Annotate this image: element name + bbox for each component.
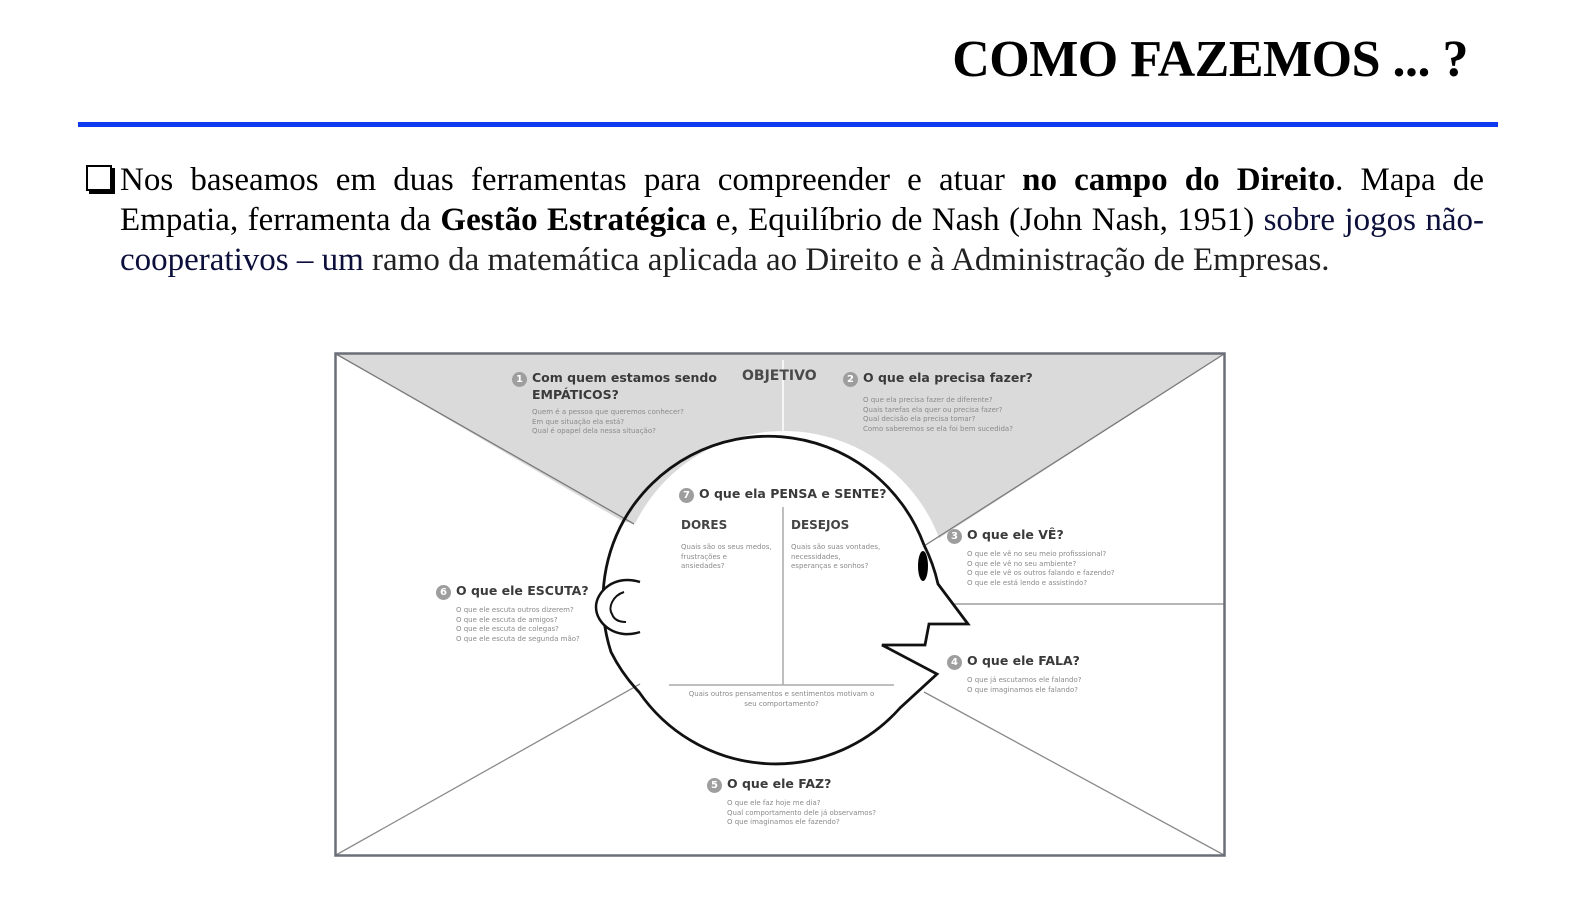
paragraph-text: Nos baseamos em duas ferramentas para co…	[120, 162, 1023, 198]
section-title: O que ele FAZ?	[727, 776, 832, 791]
section-question: necessidades,	[791, 552, 841, 561]
section-question: O que ele vê no seu ambiente?	[967, 559, 1077, 568]
desejos-questions: Quais são suas vontades, necessidades, e…	[791, 543, 880, 572]
paragraph-text: e, Equilíbrio de Nash (John Nash, 1951)	[706, 202, 1264, 238]
section-title: O que ela PENSA e SENTE?	[699, 486, 887, 501]
footer-line: Quais outros pensamentos e sentimentos m…	[688, 690, 875, 698]
section-6-hears: 6 O que ele ESCUTA? O que ele escuta outr…	[436, 583, 589, 644]
section-title: O que ele FALA?	[967, 653, 1080, 668]
paragraph-text: . Mapa de Empatia, ferramenta da	[120, 162, 1484, 238]
section-question: Qual é opapel dela nessa situação?	[532, 427, 656, 436]
section-question: O que já escutamos ele falando?	[967, 676, 1082, 684]
section-2-needs: 2 O que ela precisa fazer? O que ela prec…	[843, 370, 1033, 434]
section-1-empathy: 1 Com quem estamos sendo EMPÁTICOS? Quem …	[512, 370, 717, 437]
section-question: Quais tarefas ela quer ou precisa fazer?	[863, 405, 1003, 414]
footer-line: seu comportamento?	[744, 699, 819, 708]
section-5-does: 5 O que ele FAZ? O que ele faz hoje me di…	[707, 776, 876, 828]
number-badge-3: 3	[947, 529, 962, 544]
section-question: O que ele escuta de amigos?	[456, 615, 558, 624]
section-question: Como saberemos se ela foi bem sucedida?	[863, 424, 1013, 433]
empathy-map-diagram: OBJETIVO 1 Com quem estamos sendo EMPÁTIC…	[334, 352, 1226, 857]
number-badge-5: 5	[707, 778, 722, 793]
hollow-square-bullet-icon	[84, 163, 114, 193]
desejos-title: DESEJOS	[791, 518, 850, 532]
section-question: O que ele vê os outros falando e fazendo…	[967, 569, 1115, 578]
section-question: O que ele vê no seu meio profisssional?	[967, 550, 1107, 558]
section-question: ansiedades?	[681, 562, 725, 571]
section-question: O que ele está lendo e assistindo?	[967, 578, 1088, 587]
number-badge-4: 4	[947, 655, 962, 670]
section-question: O que ele escuta outros dizerem?	[456, 606, 574, 614]
section-question: esperanças e sonhos?	[791, 562, 869, 571]
section-title: O que ela precisa fazer?	[863, 370, 1033, 385]
intro-paragraph: Nos baseamos em duas ferramentas para co…	[84, 160, 1484, 280]
empathy-map-lines	[334, 352, 1226, 857]
section-question: Quais são suas vontades,	[791, 543, 881, 551]
section-question: O que imaginamos ele falando?	[967, 685, 1078, 694]
section-title: O que ele ESCUTA?	[456, 583, 589, 598]
number-badge-1: 1	[512, 372, 527, 387]
section-question: O que imaginamos ele fazendo?	[727, 818, 840, 827]
section-question: frustrações e	[681, 552, 727, 561]
section-question: Qual comportamento dele já observamos?	[727, 808, 876, 817]
section-question: O que ele escuta de colegas?	[456, 625, 559, 634]
section-question: Quais são os seus medos,	[681, 543, 772, 551]
section-question: Em que situação ela está?	[532, 417, 625, 426]
section-question: Quem é a pessoa que queremos conhecer?	[532, 408, 684, 416]
section-question: O que ele escuta de segunda mão?	[456, 634, 580, 643]
section-title: EMPÁTICOS?	[532, 387, 619, 402]
section-3-sees: 3 O que ele VÊ? O que ele vê no seu meio …	[947, 527, 1115, 588]
section-question: Qual decisão ela precisa tomar?	[863, 415, 976, 424]
number-badge-7: 7	[679, 488, 694, 503]
paragraph-navy-text: sobre jogos não-cooperativos – um	[120, 202, 1484, 278]
thoughts-footer-question: Quais outros pensamentos e sentimentos m…	[674, 690, 889, 709]
section-7-thinks-feels: 7 O que ela PENSA e SENTE?	[679, 486, 887, 503]
paragraph-text: ramo da matemática aplicada ao Direito e…	[363, 242, 1330, 278]
number-badge-2: 2	[843, 372, 858, 387]
section-title: Com quem estamos sendo	[532, 370, 717, 385]
section-4-says: 4 O que ele FALA? O que já escutamos ele …	[947, 653, 1082, 695]
paragraph-bold-direito: no campo do Direito	[1022, 162, 1336, 198]
paragraph-bold-gestao: Gestão Estratégica	[440, 202, 707, 238]
dores-title: DORES	[681, 518, 728, 532]
section-question: O que ela precisa fazer de diferente?	[863, 396, 993, 404]
slide-title: COMO FAZEMOS ... ?	[952, 31, 1468, 88]
number-badge-6: 6	[436, 585, 451, 600]
section-question: O que ele faz hoje me dia?	[727, 799, 821, 807]
dores-questions: Quais são os seus medos, frustrações e a…	[681, 543, 772, 572]
title-divider	[78, 122, 1498, 127]
section-title: O que ele VÊ?	[967, 527, 1064, 542]
objective-label: OBJETIVO	[742, 368, 817, 384]
